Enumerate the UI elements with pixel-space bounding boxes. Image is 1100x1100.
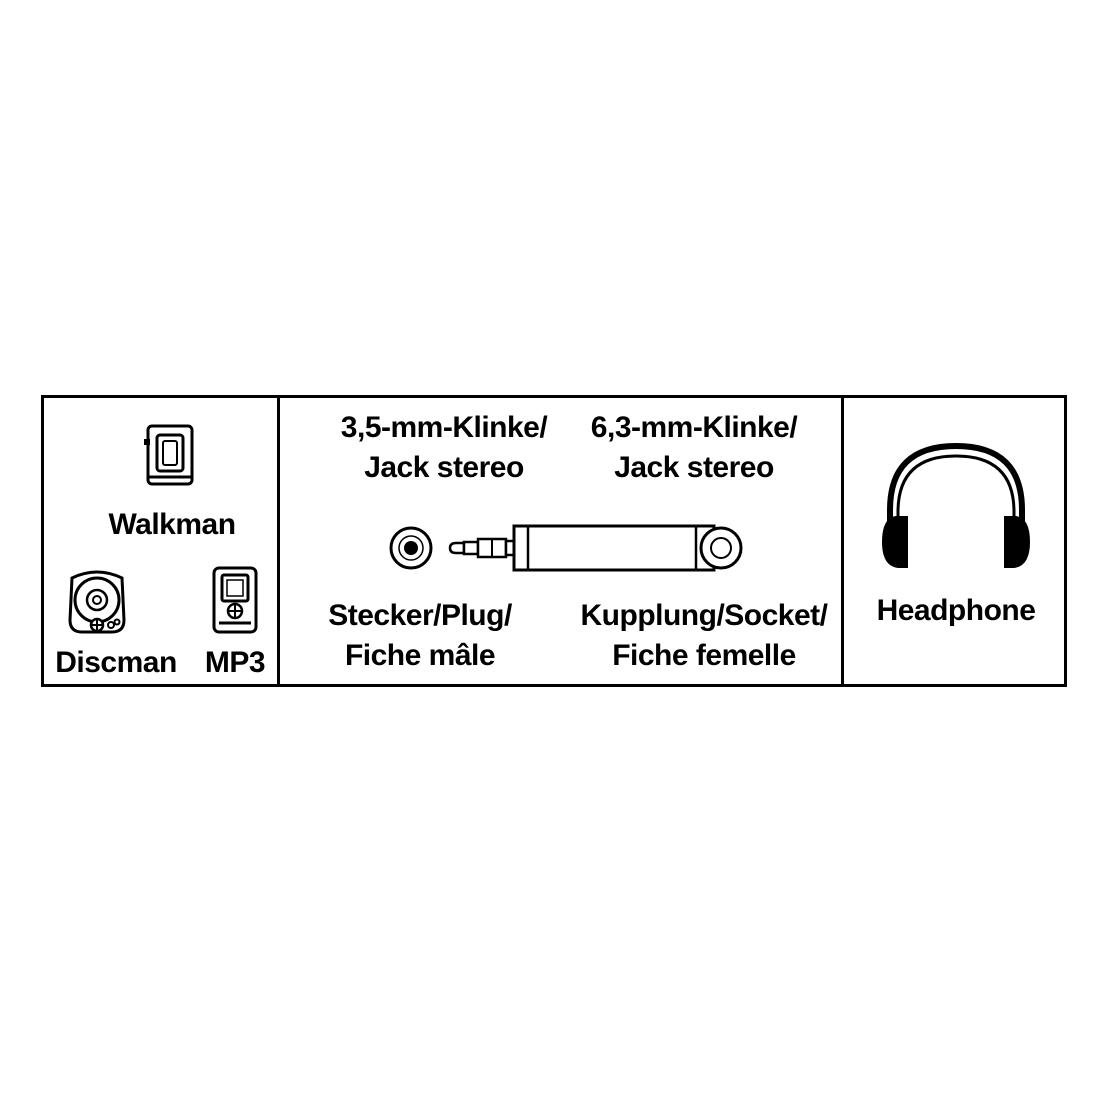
divider-left	[277, 398, 280, 684]
headphone-label: Headphone	[876, 594, 1036, 627]
plug-size-label: 3,5-mm-Klinke/ Jack stereo	[340, 411, 548, 484]
adapter-drawing	[389, 524, 723, 572]
divider-right	[841, 398, 844, 684]
walkman-label: Walkman	[108, 508, 236, 541]
socket-size-label: 6,3-mm-Klinke/ Jack stereo	[590, 411, 798, 484]
mp3-label: MP3	[204, 646, 266, 679]
walkman-icon	[144, 424, 194, 486]
connection-diagram: Walkman Discman MP3 3,5-mm-Klinke/ Jack …	[41, 395, 1067, 687]
plug-face-icon	[389, 526, 433, 570]
discman-label: Discman	[55, 646, 177, 679]
socket-type-label: Kupplung/Socket/ Fiche femelle	[580, 599, 829, 672]
plug-type-label: Stecker/Plug/ Fiche mâle	[328, 599, 512, 672]
discman-icon	[68, 570, 126, 634]
socket-face-icon	[699, 526, 743, 570]
jack-adapter-icon	[448, 524, 723, 572]
mp3-player-icon	[212, 566, 258, 634]
headphones-icon	[882, 442, 1030, 568]
